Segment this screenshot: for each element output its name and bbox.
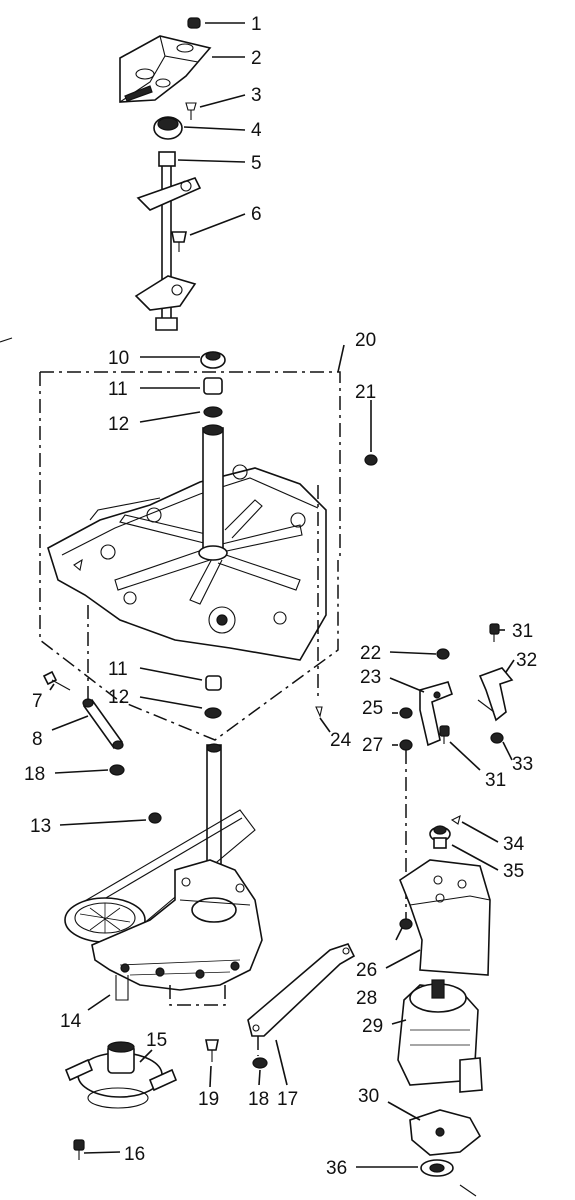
part-8-clamp — [82, 698, 124, 750]
part-7-screw — [42, 670, 71, 691]
callout-29: 29 — [362, 1016, 383, 1037]
callout-6: 6 — [251, 204, 262, 225]
part-18-nut — [109, 764, 125, 776]
callout-numbers: 1 2 3 4 5 6 7 8 10 11 11 12 12 13 14 15 … — [24, 14, 537, 1179]
part-23-bracket — [419, 681, 453, 747]
part-22-nut — [436, 648, 450, 660]
callout-1: 1 — [251, 14, 262, 35]
part-12-washer — [203, 406, 223, 418]
transmission-housing — [64, 809, 263, 1006]
callout-11-upper: 11 — [108, 379, 128, 400]
part-32-bracket — [477, 667, 514, 722]
parts-11-12-lower — [204, 675, 222, 719]
callout-13: 13 — [30, 816, 51, 837]
callout-15: 15 — [146, 1030, 167, 1051]
callout-20: 20 — [355, 330, 376, 351]
part-30-plate — [409, 1109, 482, 1156]
callout-3: 3 — [251, 85, 262, 106]
part-16-screw — [73, 1139, 85, 1160]
part-20-dashed-enclosure — [39, 371, 341, 741]
callout-7: 7 — [32, 691, 43, 712]
part-18-nut-lower — [252, 1057, 268, 1069]
part-1-nut — [187, 17, 201, 29]
part-15-pump — [64, 1041, 178, 1109]
callout-31-upper: 31 — [512, 621, 533, 642]
part-31-screw-lower — [439, 725, 450, 744]
transmission-shaft — [206, 743, 222, 896]
callout-28: 28 — [356, 988, 377, 1009]
callout-4: 4 — [251, 120, 262, 141]
callout-25: 25 — [362, 698, 383, 719]
callout-31-lower: 31 — [485, 770, 506, 791]
callout-30: 30 — [358, 1086, 379, 1107]
callout-33: 33 — [512, 754, 533, 775]
part-29-motor — [397, 979, 483, 1093]
part-35-coupling — [429, 825, 451, 849]
callout-17: 17 — [277, 1089, 298, 1110]
part-28-bracket — [399, 859, 491, 976]
callout-10: 10 — [108, 348, 129, 369]
callout-12-lower: 12 — [108, 687, 129, 708]
part-34-clip — [450, 814, 461, 825]
callout-36: 36 — [326, 1158, 347, 1179]
callout-21: 21 — [355, 382, 376, 403]
part-13-nut — [148, 812, 162, 824]
callout-11-lower: 11 — [108, 659, 128, 680]
part-27-nut — [399, 739, 413, 751]
callout-14: 14 — [60, 1011, 82, 1032]
callout-5: 5 — [251, 153, 262, 174]
part-11-bearing — [203, 377, 223, 395]
part-19-screw — [205, 1039, 219, 1062]
callout-26: 26 — [356, 960, 377, 981]
base-plate — [47, 424, 327, 661]
callout-19: 19 — [198, 1089, 219, 1110]
part-10-cap — [200, 351, 226, 369]
callout-27: 27 — [362, 735, 383, 756]
part-3-screw — [185, 102, 197, 120]
callout-34: 34 — [503, 834, 525, 855]
callout-35: 35 — [503, 861, 524, 882]
callout-22: 22 — [360, 643, 381, 664]
part-2-bracket — [119, 35, 212, 103]
callout-23: 23 — [360, 667, 381, 688]
part-26-nut — [399, 918, 413, 930]
callout-2: 2 — [251, 48, 262, 69]
part-17-strap — [247, 943, 356, 1037]
part-36-washer — [420, 1159, 454, 1177]
part-4-bushing — [153, 116, 183, 140]
callout-leaders — [0, 22, 515, 1197]
part-21-nut — [364, 454, 378, 466]
part-31-screw-upper — [489, 623, 500, 642]
part-25-nut — [399, 707, 413, 719]
callout-12-upper: 12 — [108, 414, 129, 435]
callout-32: 32 — [516, 650, 537, 671]
part-33-nut — [490, 732, 504, 744]
part-24-clip — [315, 706, 323, 718]
callout-18-upper: 18 — [24, 764, 45, 785]
callout-16: 16 — [124, 1144, 145, 1165]
callout-24: 24 — [330, 730, 352, 751]
part-5-6-shaft-assembly — [134, 151, 202, 331]
callout-18-lower: 18 — [248, 1089, 269, 1110]
callout-8: 8 — [32, 729, 43, 750]
